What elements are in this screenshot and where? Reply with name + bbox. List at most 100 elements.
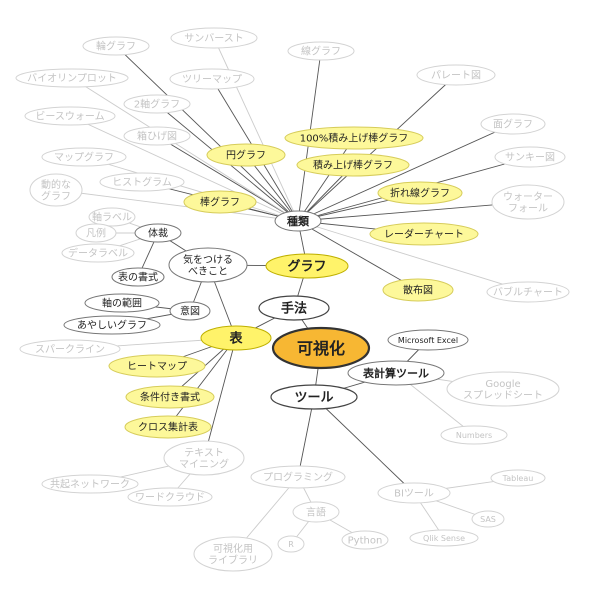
node-shape-dual	[123, 94, 191, 114]
node-mapgraph[interactable]: マップグラフ	[41, 147, 127, 167]
node-waterfall[interactable]: ウォーターフォール	[491, 184, 565, 220]
node-method[interactable]: 手法	[258, 295, 330, 321]
node-pareto[interactable]: パレート図	[416, 64, 496, 86]
node-label-excel: Microsoft Excel	[398, 336, 458, 345]
node-vislib[interactable]: 可視化用ライブラリ	[193, 536, 273, 572]
node-numbers[interactable]: Numbers	[440, 425, 508, 445]
node-suspicious[interactable]: あやしいグラフ	[63, 315, 161, 335]
node-cond[interactable]: 条件付き書式	[125, 385, 215, 409]
node-shape-bitool	[377, 482, 451, 504]
node-stack100[interactable]: 100%積み上げ棒グラフ	[284, 126, 424, 150]
node-bitool[interactable]: BIツール	[377, 482, 451, 504]
node-label-cross: クロス集計表	[138, 421, 198, 434]
node-heatmap[interactable]: ヒートマップ	[108, 354, 206, 378]
node-sankey[interactable]: サンキー図	[494, 146, 566, 168]
node-shape-treemap	[169, 68, 255, 90]
node-shape-table	[200, 325, 272, 351]
node-nestpie[interactable]: 輪グラフ	[82, 36, 150, 56]
node-radar[interactable]: レーダーチャート	[369, 222, 479, 246]
node-center[interactable]: 可視化	[271, 326, 371, 370]
node-shape-stack100	[284, 126, 424, 150]
node-shape-histogram	[99, 172, 185, 192]
node-shape-intent	[169, 301, 211, 321]
node-shape-legend	[75, 223, 117, 243]
node-label-bar: 棒グラフ	[200, 196, 240, 209]
node-axisrange[interactable]: 軸の範囲	[84, 293, 160, 313]
node-label-beeswarm: ビースウォーム	[35, 111, 104, 123]
node-dynamic[interactable]: 動的なグラフ	[29, 173, 83, 207]
node-cross[interactable]: クロス集計表	[124, 415, 212, 439]
node-label-line: 折れ線グラフ	[390, 187, 450, 200]
node-kind[interactable]: 種類	[274, 210, 322, 232]
node-stack[interactable]: 積み上げ棒グラフ	[296, 153, 410, 177]
node-shape-pie	[206, 143, 286, 167]
node-shape-excel	[387, 329, 469, 351]
node-legend[interactable]: 凡例	[75, 223, 117, 243]
node-linechart[interactable]: 線グラフ	[287, 41, 355, 61]
node-sunburst[interactable]: サンバースト	[170, 27, 258, 49]
node-tableau[interactable]: Tableau	[490, 469, 546, 487]
node-histogram[interactable]: ヒストグラム	[99, 172, 185, 192]
edge-kind-beeswarm	[69, 115, 299, 222]
node-label-area: 面グラフ	[493, 118, 533, 131]
node-pie[interactable]: 円グラフ	[206, 143, 286, 167]
node-bar[interactable]: 棒グラフ	[183, 190, 257, 214]
edge-kind-mapgraph	[83, 156, 299, 222]
node-dual[interactable]: 2軸グラフ	[123, 94, 191, 114]
node-label-stack100: 100%積み上げ棒グラフ	[300, 132, 409, 145]
node-line[interactable]: 折れ線グラフ	[377, 181, 463, 205]
node-table[interactable]: 表	[200, 325, 272, 351]
node-datalabel[interactable]: データラベル	[61, 243, 135, 263]
node-care[interactable]: 気をつけるべきこと	[168, 247, 248, 283]
edge-kind-stack100	[297, 137, 355, 222]
node-treemap[interactable]: ツリーマップ	[169, 68, 255, 90]
node-area[interactable]: 面グラフ	[480, 113, 546, 135]
node-python[interactable]: Python	[341, 530, 389, 550]
node-shape-radar	[369, 222, 479, 246]
node-shape-sankey	[494, 146, 566, 168]
node-boxplot[interactable]: 箱ひげ図	[123, 126, 191, 146]
edge-kind-bubble	[297, 220, 529, 293]
node-sparkline[interactable]: スパークライン	[19, 339, 121, 359]
node-sas[interactable]: SAS	[471, 510, 505, 528]
node-spreadsheet[interactable]: 表計算ツール	[347, 360, 445, 386]
node-textmining[interactable]: テキストマイニング	[163, 440, 245, 476]
node-graph[interactable]: グラフ	[265, 253, 349, 279]
node-label-tableau: Tableau	[502, 474, 534, 483]
node-tool[interactable]: ツール	[270, 384, 358, 410]
node-shape-nestpie	[82, 36, 150, 56]
node-excel[interactable]: Microsoft Excel	[387, 329, 469, 351]
node-label-linechart: 線グラフ	[301, 45, 341, 58]
node-lang[interactable]: 言語	[292, 501, 340, 523]
node-cooccur[interactable]: 共起ネットワーク	[41, 474, 139, 494]
node-label-cooccur: 共起ネットワーク	[50, 479, 130, 491]
node-shape-cooccur	[41, 474, 139, 494]
node-wordcloud[interactable]: ワードクラウド	[127, 487, 213, 507]
node-label-vislib: 可視化用ライブラリ	[208, 542, 258, 567]
node-intent[interactable]: 意図	[169, 301, 211, 321]
node-r[interactable]: R	[277, 535, 305, 553]
node-shape-python	[341, 530, 389, 550]
node-tableformat[interactable]: 表の書式	[111, 267, 165, 287]
node-label-graph: グラフ	[287, 259, 326, 275]
node-bubble[interactable]: バブルチャート	[486, 281, 570, 303]
node-label-stack: 積み上げ棒グラフ	[313, 159, 393, 172]
node-style[interactable]: 体裁	[134, 223, 182, 243]
node-violin[interactable]: バイオリンプロット	[15, 68, 129, 88]
node-label-sankey: サンキー図	[505, 152, 555, 164]
node-axislabel[interactable]: 軸ラベル	[88, 207, 136, 227]
node-label-nestpie: 輪グラフ	[96, 40, 136, 53]
node-scatter[interactable]: 散布図	[382, 278, 454, 302]
node-programming[interactable]: プログラミング	[250, 465, 346, 489]
node-shape-method	[258, 295, 330, 321]
node-label-tool: ツール	[294, 391, 333, 406]
node-shape-kind	[274, 210, 322, 232]
node-shape-style	[134, 223, 182, 243]
node-label-textmining: テキストマイニング	[179, 448, 229, 471]
node-shape-wordcloud	[127, 487, 213, 507]
node-label-axisrange: 軸の範囲	[102, 297, 142, 310]
node-label-pie: 円グラフ	[226, 149, 266, 162]
node-beeswarm[interactable]: ビースウォーム	[24, 106, 116, 126]
node-qlik[interactable]: Qlik Sense	[409, 529, 479, 547]
